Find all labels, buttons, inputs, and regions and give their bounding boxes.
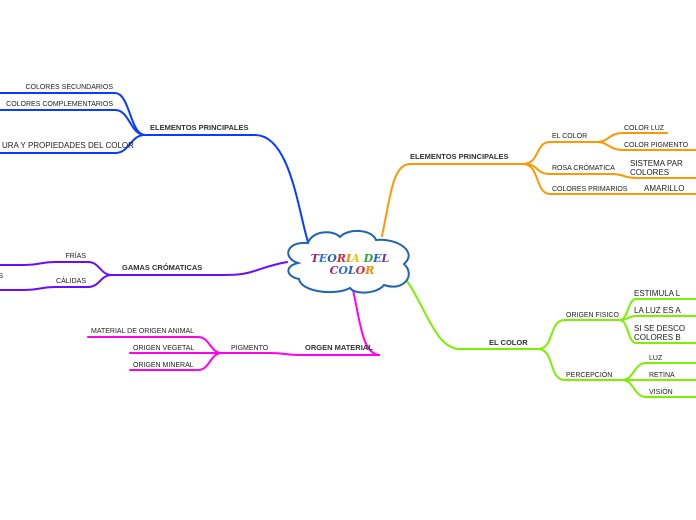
title-letter: O [338, 264, 348, 277]
title-letter: L [381, 252, 390, 265]
node-amarillo[interactable]: AMARILLO [644, 184, 684, 193]
node-sistema-par[interactable]: SISTEMA PAR [630, 159, 683, 168]
node-el-color-green[interactable]: EL COLOR [489, 338, 528, 347]
branch-orange[interactable] [381, 132, 696, 237]
title-letter: D [363, 252, 374, 265]
title-letter: R [336, 252, 346, 265]
node-si-se-desco[interactable]: SI SE DESCO [634, 324, 685, 333]
title-letter: O [327, 252, 337, 265]
title-letter: I [345, 252, 352, 265]
title-letter: O [356, 264, 366, 277]
connector [621, 379, 696, 398]
node-vision[interactable]: VISIÓN [649, 387, 673, 396]
node-material-origen-animal[interactable]: MATERIAL DE ORIGEN ANIMAL [91, 328, 194, 335]
title-letter: E [318, 252, 328, 265]
connector [404, 277, 539, 350]
node-frias[interactable]: FRÍAS [65, 251, 86, 260]
central-title-line2: COLOR [330, 264, 375, 277]
node-sistema-par-line2[interactable]: COLORES [630, 168, 669, 177]
title-letter: L [347, 264, 356, 277]
node-origen-fisico[interactable]: ORIGEN FISICO [566, 312, 619, 319]
node-pigmento[interactable]: PIGMENTO [231, 345, 269, 352]
node-colores-complementarios[interactable]: COLORES COMPLEMENTARIOS [6, 101, 113, 108]
connector [596, 132, 668, 143]
connector [537, 348, 623, 381]
connector [129, 352, 223, 371]
node-estimula[interactable]: ESTIMULA L [634, 289, 681, 298]
connector [537, 319, 621, 350]
connector [0, 261, 113, 276]
connector [0, 109, 146, 136]
node-el-color-orange[interactable]: EL COLOR [552, 133, 587, 140]
cloud-shape [287, 230, 410, 294]
connector [111, 261, 288, 276]
central-topic[interactable]: TEORIA DEL COLOR [287, 230, 410, 294]
node-luz[interactable]: LUZ [649, 355, 663, 362]
connector [522, 141, 598, 165]
connector [144, 134, 309, 243]
node-elementos-principales-left[interactable]: ELEMENTOS PRINCIPALES [150, 123, 249, 132]
node-color-pigmento[interactable]: COLOR PIGMENTO [624, 142, 689, 149]
branch-blue[interactable] [0, 92, 309, 243]
branch-green[interactable] [404, 277, 696, 398]
connector [381, 163, 524, 237]
connector [619, 315, 696, 321]
node-elementos-principales-right[interactable]: ELEMENTOS PRINCIPALES [410, 152, 509, 161]
node-orgen-material[interactable]: ORGEN MATERIAL [305, 343, 373, 352]
connector [522, 163, 696, 195]
node-percepcion[interactable]: PERCEPCIÓN [566, 370, 612, 379]
title-letter: A [350, 252, 360, 265]
connector [522, 163, 696, 179]
node-gamas-cromaticas[interactable]: GAMAS CRÓMATICAS [122, 263, 202, 272]
title-letter: C [330, 264, 339, 277]
node-calidas[interactable]: CÁLIDAS [56, 276, 86, 285]
title-letter: R [364, 264, 374, 277]
node-retina[interactable]: RETINA [649, 372, 675, 379]
connector [619, 319, 696, 344]
node-estructura-propiedades[interactable]: URA Y PROPIEDADES DEL COLOR [2, 141, 134, 150]
node-si-se-desco-line2[interactable]: COLORES B [634, 333, 681, 342]
node-colores-secundarios[interactable]: COLORES SECUNDARIOS [25, 84, 113, 91]
node-origen-vegetal[interactable]: ORIGEN VEGETAL [133, 345, 194, 352]
node-offscreen-fragment[interactable]: S [0, 273, 3, 280]
node-color-luz[interactable]: COLOR LUZ [624, 125, 665, 132]
node-la-luz-es[interactable]: LA LUZ ES A [634, 306, 681, 315]
title-letter: T [311, 252, 320, 265]
central-title-line1: TEORIA DEL [311, 252, 390, 265]
connector [596, 141, 696, 151]
connector [0, 134, 146, 154]
connector [0, 274, 113, 291]
title-letter: E [372, 252, 382, 265]
branch-magenta[interactable] [87, 289, 381, 371]
node-colores-primarios[interactable]: COLORES PRIMARIOS [552, 186, 628, 193]
branch-purple[interactable] [0, 261, 288, 291]
node-origen-mineral[interactable]: ORIGEN MINERAL [133, 362, 194, 369]
connector [221, 289, 381, 356]
node-rosa-cromatica[interactable]: ROSA CRÓMATICA [552, 163, 615, 172]
